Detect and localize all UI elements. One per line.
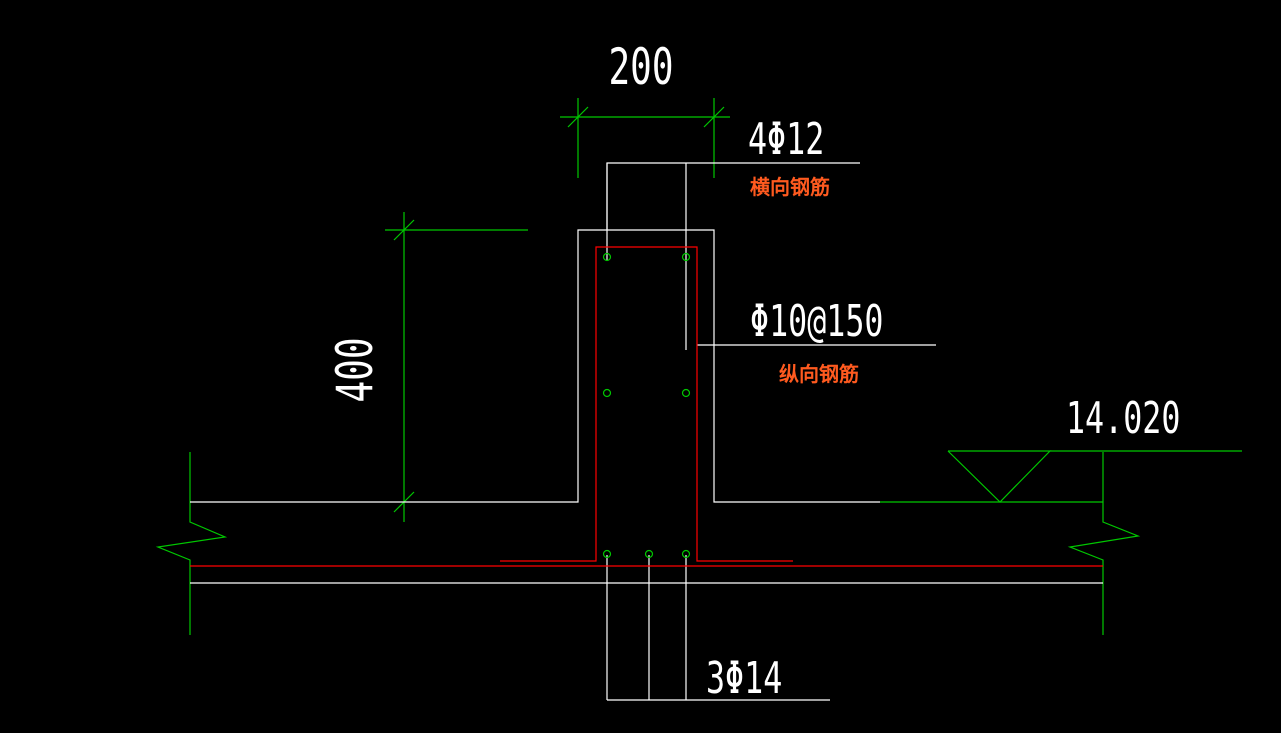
stirrup-note: 纵向钢筋	[779, 362, 859, 386]
rebar-dot	[602, 252, 612, 262]
rebar-dot	[602, 549, 612, 559]
elevation-label: 14.020	[1066, 393, 1180, 445]
rebar-dot	[602, 388, 612, 398]
left-break-line	[155, 452, 228, 635]
height-tick-top	[393, 219, 415, 241]
rebar-dots	[602, 252, 691, 559]
rebar-dot	[644, 549, 654, 559]
dimension-lines	[155, 98, 1242, 635]
elevation-triangle	[947, 450, 1052, 503]
stirrup-label: Φ10@150	[750, 296, 883, 348]
rebar-lines	[190, 246, 1103, 567]
rebar-dot	[681, 549, 691, 559]
top-rebar-note: 横向钢筋	[750, 175, 830, 199]
stirrup-rebar	[500, 246, 793, 562]
rebar-dot	[681, 252, 691, 262]
width-dimension-label: 200	[609, 39, 674, 96]
width-tick-left	[567, 106, 589, 128]
top-rebar-label: 4Φ12	[748, 114, 824, 166]
height-dimension-label: 400	[327, 338, 384, 403]
bottom-rebar-label: 3Φ14	[706, 653, 782, 705]
concrete-outline	[190, 162, 1103, 701]
parapet-outline	[190, 229, 880, 503]
rebar-dot	[681, 388, 691, 398]
width-tick-right	[703, 106, 725, 128]
right-break-line	[1067, 452, 1141, 635]
